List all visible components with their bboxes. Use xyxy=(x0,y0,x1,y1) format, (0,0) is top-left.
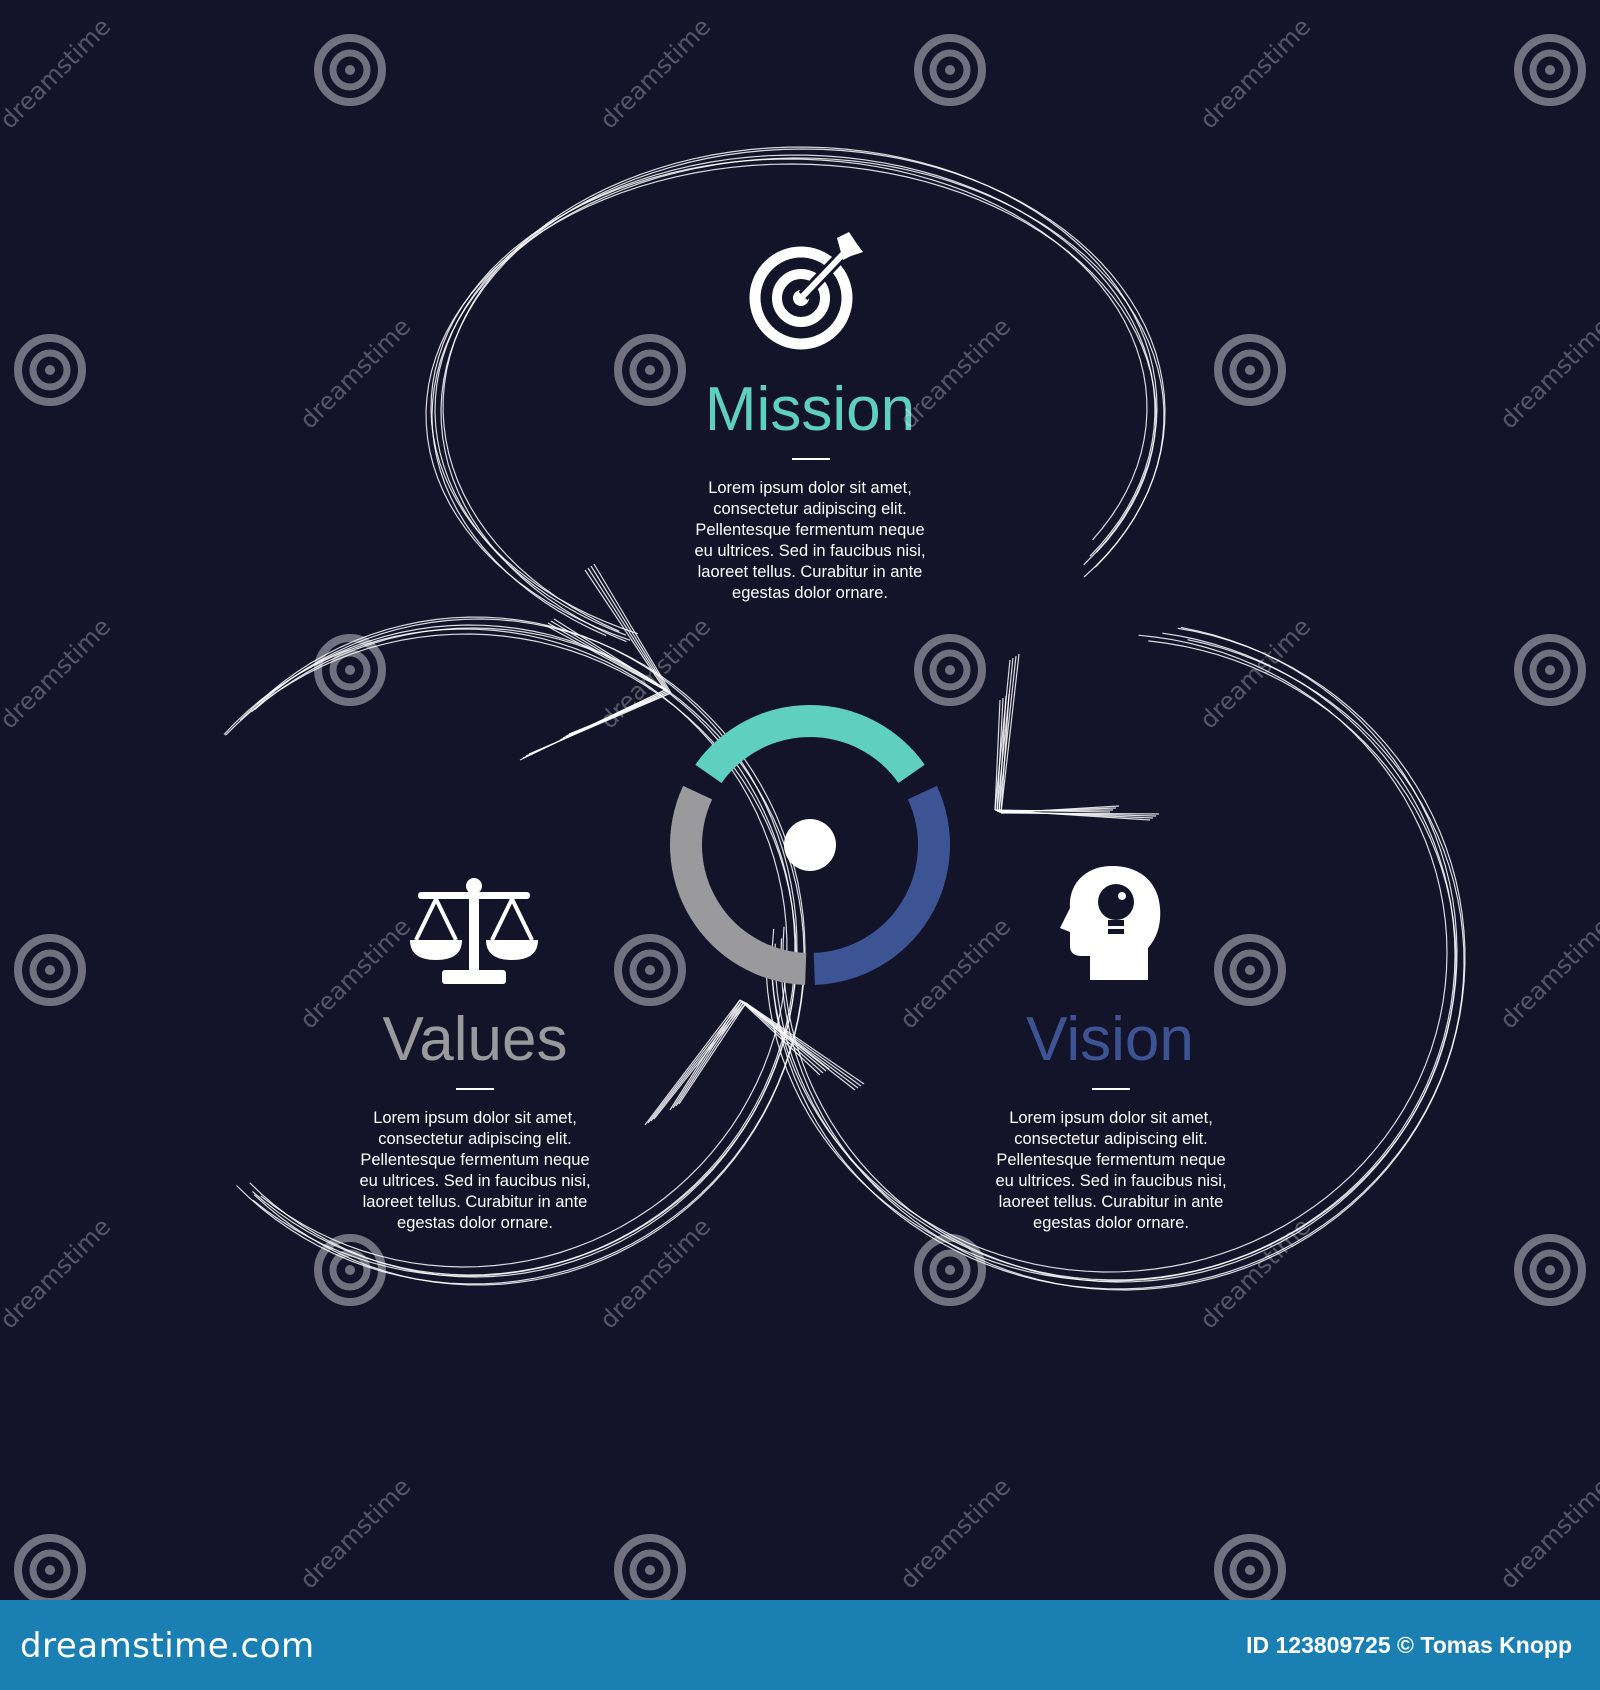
arrowhead-stroke xyxy=(644,999,741,1126)
arrowhead-stroke xyxy=(998,655,1017,813)
ring-segment-values xyxy=(670,785,807,985)
values-text-line: Pellentesque fermentum neque xyxy=(360,1151,590,1169)
diagram-canvas: Mission Lorem ipsum dolor sit amet, cons… xyxy=(0,13,1600,1600)
sketch-loop-line xyxy=(249,616,798,1278)
sketch-loop-line xyxy=(442,146,1158,632)
arrowhead-stroke xyxy=(550,620,670,693)
values-divider xyxy=(456,1088,494,1090)
arrowhead-stroke xyxy=(745,1002,830,1070)
sketch-loop-line xyxy=(425,163,1157,641)
head-lightbulb-icon xyxy=(1060,866,1161,980)
ring-center-dot xyxy=(784,819,836,871)
mission-text-line: laoreet tellus. Curabitur in ante xyxy=(697,563,923,581)
values-title: Values xyxy=(382,1005,568,1074)
sketch-loops xyxy=(223,146,1466,1291)
values-text-line: consectetur adipiscing elit. xyxy=(378,1130,572,1148)
mission-text-line: consectetur adipiscing elit. xyxy=(713,500,907,518)
arrowhead-stroke xyxy=(743,1001,827,1072)
arrowhead-stroke xyxy=(996,657,1014,812)
values-text-line: egestas dolor ornare. xyxy=(397,1214,553,1232)
arrowhead-stroke xyxy=(741,1000,824,1074)
arrowhead-stroke xyxy=(553,618,672,694)
target-arrow-icon xyxy=(749,232,863,350)
mission-divider xyxy=(792,458,830,460)
ring-segment-vision xyxy=(813,785,950,985)
sketch-loop-line xyxy=(782,626,1458,1283)
values-text-line: Lorem ipsum dolor sit amet, xyxy=(373,1109,577,1127)
arrowhead-stroke xyxy=(743,1001,862,1087)
sketch-loop-line xyxy=(771,639,1465,1290)
mission-text-line: Pellentesque fermentum neque xyxy=(695,521,925,539)
arrowhead-stroke xyxy=(1000,653,1020,814)
arrowhead-stroke xyxy=(593,563,672,694)
arrowhead-stroke xyxy=(994,659,1011,811)
vision-title: Vision xyxy=(1026,1005,1194,1074)
vision-text-line: eu ultrices. Sed in faucibus nisi, xyxy=(995,1172,1227,1190)
footer-bar: dreamstime.com ID 123809725 © Tomas Knop… xyxy=(0,1600,1600,1690)
arrowhead-stroke xyxy=(584,569,666,691)
arrowhead-stroke xyxy=(998,695,1007,813)
arrowhead-stroke xyxy=(1000,693,1010,814)
sketch-loop-line xyxy=(770,634,1448,1273)
vision-text-line: laoreet tellus. Curabitur in ante xyxy=(998,1193,1224,1211)
arrowhead-stroke xyxy=(994,699,1001,811)
vision-text-line: Pellentesque fermentum neque xyxy=(996,1151,1226,1169)
arrowhead-stroke xyxy=(544,624,666,691)
vision-text-line: egestas dolor ornare. xyxy=(1033,1214,1189,1232)
sketch-loop-line xyxy=(224,633,797,1277)
mission-description: Lorem ipsum dolor sit amet, consectetur … xyxy=(675,478,945,604)
ring-segment-mission xyxy=(695,705,925,784)
sketch-loop-line xyxy=(223,628,788,1268)
footer-brand-link[interactable]: dreamstime.com xyxy=(20,1626,315,1666)
arrowhead-stroke xyxy=(996,697,1004,812)
sketch-loop-line xyxy=(440,148,1166,643)
values-text-line: eu ultrices. Sed in faucibus nisi, xyxy=(359,1172,591,1190)
arrowhead-stroke xyxy=(669,999,741,1111)
arrowhead-stroke xyxy=(739,999,821,1076)
arrowhead-stroke xyxy=(587,567,668,692)
scales-icon xyxy=(410,878,538,984)
mission-text-line: Lorem ipsum dolor sit amet, xyxy=(708,479,912,497)
arrowhead-stroke xyxy=(547,622,668,692)
vision-divider xyxy=(1092,1088,1130,1090)
arrowhead-stroke xyxy=(1000,812,1160,815)
values-text-line: laoreet tellus. Curabitur in ante xyxy=(362,1193,588,1211)
sketch-loop-line xyxy=(251,618,806,1286)
arrowhead-stroke xyxy=(675,1001,745,1107)
vision-text-line: consectetur adipiscing elit. xyxy=(1014,1130,1208,1148)
sketch-loop-line xyxy=(239,624,796,1276)
sketch-loop-line xyxy=(780,627,1466,1291)
mission-title: Mission xyxy=(704,375,916,444)
vision-description: Lorem ipsum dolor sit amet, consectetur … xyxy=(976,1108,1246,1234)
arrowhead-stroke xyxy=(590,565,670,693)
arrowhead-stroke xyxy=(528,692,672,755)
arrowhead-stroke xyxy=(745,1002,865,1085)
segmented-ring-icon xyxy=(670,705,950,985)
arrowhead-stroke xyxy=(568,692,672,735)
arrowhead-stroke xyxy=(672,1000,743,1109)
arrowhead-stroke xyxy=(678,1002,747,1105)
mission-text-line: egestas dolor ornare. xyxy=(732,584,888,602)
mission-text-line: eu ultrices. Sed in faucibus nisi, xyxy=(694,542,926,560)
vision-text-line: Lorem ipsum dolor sit amet, xyxy=(1009,1109,1213,1127)
arrowhead-stroke xyxy=(1000,805,1120,814)
sketch-loop-line xyxy=(430,158,1148,635)
sketch-loop-line xyxy=(434,154,1156,636)
values-description: Lorem ipsum dolor sit amet, consectetur … xyxy=(340,1108,610,1234)
image-credit: ID 123809725 © Tomas Knopp xyxy=(1246,1632,1572,1658)
